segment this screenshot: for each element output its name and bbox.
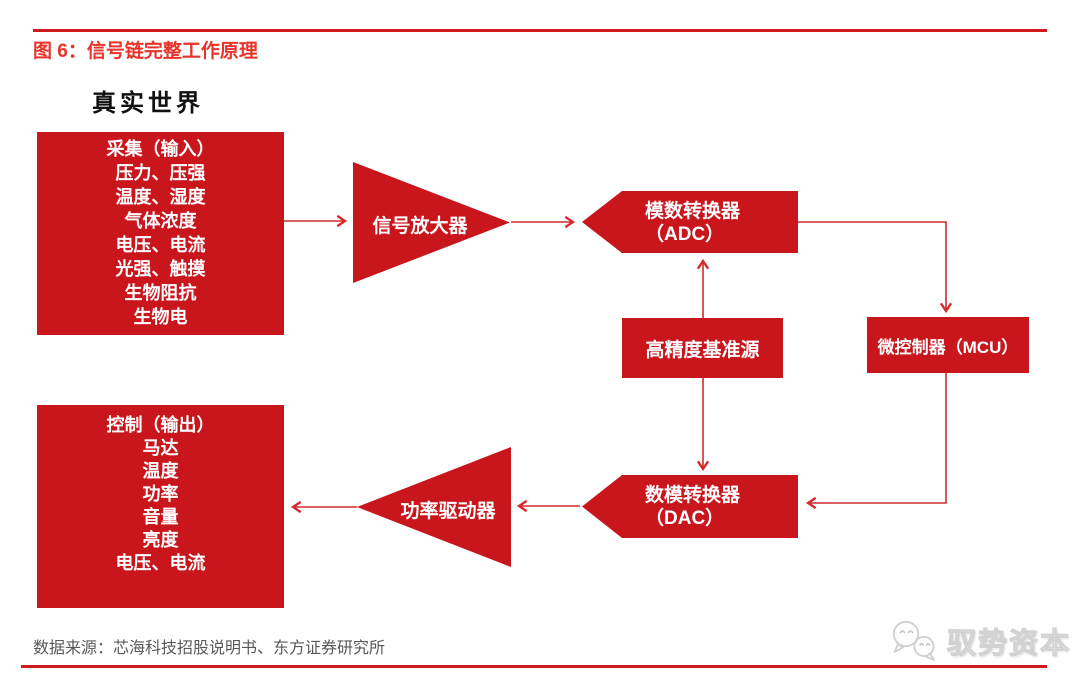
mcu-label: 微控制器（MCU）: [877, 337, 1019, 357]
input-collection-box: 采集（输入） 压力、压强 温度、湿度 气体浓度 电压、电流 光强、触摸 生物阻抗…: [37, 132, 284, 335]
arrow-adc-to-mcu: [798, 221, 953, 314]
arrow-mcu-to-dac: [805, 373, 947, 510]
input-box-line: 温度、湿度: [115, 187, 206, 207]
output-box-line: 温度: [142, 461, 179, 481]
output-box-line: 功率: [142, 484, 179, 504]
input-box-line: 生物阻抗: [124, 283, 197, 303]
adc-label-line2: （ADC）: [645, 224, 725, 245]
input-box-line: 压力、压强: [115, 163, 206, 183]
reference-source-label: 高精度基准源: [645, 339, 760, 361]
power-driver-label: 功率驱动器: [400, 501, 496, 522]
dac-label-line1: 数模转换器: [645, 485, 741, 506]
real-world-label: 真实世界: [92, 90, 204, 117]
brand-logo-text: 驭势资本: [946, 628, 1072, 661]
output-box-title: 控制（输出）: [106, 415, 215, 435]
input-box-line: 生物电: [133, 307, 188, 327]
output-control-box: 控制（输出） 马达 温度 功率 音量 亮度 电压、电流: [37, 405, 284, 608]
amplifier-label: 信号放大器: [372, 216, 468, 237]
adc-label-line1: 模数转换器: [645, 201, 741, 222]
input-box-title: 采集（输入）: [106, 139, 215, 159]
reference-source-box: 高精度基准源: [622, 318, 783, 378]
chat-bubbles-icon: [892, 620, 935, 661]
adc-pentagon-shape: [582, 191, 798, 253]
dac-label: 数模转换器 （DAC）: [645, 484, 740, 530]
adc-label: 模数转换器 （ADC）: [645, 200, 740, 246]
input-box-line: 气体浓度: [124, 211, 197, 231]
top-divider: [33, 29, 1047, 32]
output-box-line: 马达: [142, 438, 179, 458]
dac-pentagon-shape: [582, 475, 798, 538]
figure-title: 图 6：信号链完整工作原理: [33, 41, 258, 62]
input-box-line: 电压、电流: [115, 235, 206, 255]
bottom-divider: [21, 665, 1047, 668]
mcu-box: 微控制器（MCU）: [867, 317, 1029, 373]
brand-logo: 驭势资本: [889, 619, 1071, 663]
dac-label-line2: （DAC）: [645, 508, 725, 529]
input-box-line: 光强、触摸: [115, 259, 206, 279]
data-source-note: 数据来源：芯海科技招股说明书、东方证券研究所: [33, 640, 386, 657]
output-box-line: 音量: [142, 507, 179, 527]
output-box-line: 亮度: [142, 530, 179, 550]
output-box-line: 电压、电流: [115, 553, 206, 573]
